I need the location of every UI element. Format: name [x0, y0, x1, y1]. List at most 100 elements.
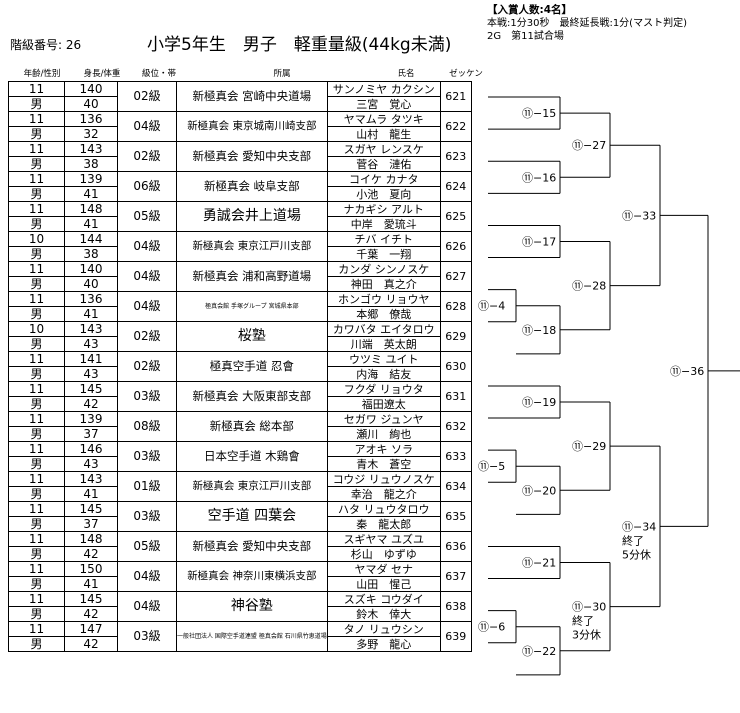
match-label: ⑪−15 — [522, 107, 556, 120]
match-note: 終了 — [572, 614, 594, 628]
weight: 42 — [64, 396, 118, 412]
rank: 02級 — [117, 141, 177, 172]
name: 中岸 愛琉斗 — [326, 216, 441, 232]
rank: 04級 — [117, 291, 177, 322]
name: 鈴木 倖大 — [326, 606, 441, 622]
zekken: 623 — [439, 141, 472, 172]
name-kana: サンノミヤ カクシン — [326, 81, 441, 97]
match-label: ⑪−27 — [572, 139, 606, 152]
rank: 03級 — [117, 621, 177, 652]
age: 11 — [8, 501, 65, 517]
zekken: 626 — [439, 231, 472, 262]
height: 146 — [64, 441, 118, 457]
affiliation: 新極真会 宮崎中央道場 — [176, 81, 328, 112]
name: 山村 龍生 — [326, 126, 441, 142]
column-headers: 年齢/性別 身長/体重 級位・帯 所属 氏名 ゼッケン — [0, 67, 490, 79]
rank: 02級 — [117, 81, 177, 112]
affiliation: 桜塾 — [176, 321, 328, 352]
rank: 03級 — [117, 381, 177, 412]
affiliation: 新極真会 浦和高野道場 — [176, 261, 328, 292]
name-kana: スガヤ レンスケ — [326, 141, 441, 157]
affiliation: 神谷塾 — [176, 591, 328, 622]
affiliation: 新極真会 大阪東部支部 — [176, 381, 328, 412]
sex: 男 — [8, 456, 65, 472]
match-label: ⑪−22 — [522, 645, 556, 658]
affiliation: 一般社団法人 国際空手道連盟 極真会館 石川県竹恵道場 — [176, 621, 328, 652]
zekken: 639 — [439, 621, 472, 652]
zekken: 628 — [439, 291, 472, 322]
match-note: 終了 — [622, 533, 644, 547]
zekken: 624 — [439, 171, 472, 202]
weight: 41 — [64, 306, 118, 322]
name-kana: セガワ ジュンヤ — [326, 411, 441, 427]
affiliation: 新極真会 東京江戸川支部 — [176, 471, 328, 502]
prize-info: 【入賞人数:4名】 本戦:1分30秒 最終延長戦:1分(マスト判定) 2G 第1… — [487, 4, 687, 43]
weight: 41 — [64, 576, 118, 592]
rank: 03級 — [117, 441, 177, 472]
name-kana: フクダ リョウタ — [326, 381, 441, 397]
weight: 32 — [64, 126, 118, 142]
col-header-name: 氏名 — [397, 69, 415, 79]
match-note: 5分休 — [622, 548, 651, 561]
match-label: ⑪−16 — [522, 171, 556, 184]
rank: 04級 — [117, 561, 177, 592]
match-time: 本戦:1分30秒 最終延長戦:1分(マスト判定) — [487, 18, 687, 29]
rank: 04級 — [117, 111, 177, 142]
name-kana: タノ リュウシン — [326, 621, 441, 637]
match-label: ⑪−6 — [478, 621, 505, 634]
name: 多野 龍心 — [326, 636, 441, 652]
match-label: ⑪−30 — [572, 601, 606, 614]
name-kana: ヤマムラ タツキ — [326, 111, 441, 127]
prize-count: 【入賞人数:4名】 — [487, 4, 573, 16]
name: 小池 夏向 — [326, 186, 441, 202]
match-label: ⑪−21 — [522, 557, 556, 570]
affiliation: 日本空手道 木鶏會 — [176, 441, 328, 472]
name-kana: スギヤマ ユズユ — [326, 531, 441, 547]
rank: 06級 — [117, 171, 177, 202]
height: 139 — [64, 171, 118, 187]
rank: 05級 — [117, 201, 177, 232]
affiliation: 極真空手道 忍會 — [176, 351, 328, 382]
bracket-number: 階級番号: 26 — [10, 38, 82, 52]
affiliation: 新極真会 神奈川東横浜支部 — [176, 561, 328, 592]
name-kana: コウジ リュウノスケ — [326, 471, 441, 487]
zekken: 625 — [439, 201, 472, 232]
height: 148 — [64, 531, 118, 547]
col-header-affiliation: 所属 — [273, 69, 291, 79]
name: 本郷 僚哉 — [326, 306, 441, 322]
match-label: ⑪−29 — [572, 440, 606, 453]
sex: 男 — [8, 636, 65, 652]
match-label: ⑪−34 — [622, 520, 656, 533]
affiliation: 新極真会 東京城南川崎支部 — [176, 111, 328, 142]
col-header-height-weight: 身長/体重 — [83, 69, 121, 79]
match-label: ⑪−36 — [670, 365, 704, 378]
rank: 02級 — [117, 321, 177, 352]
col-header-rank: 級位・帯 — [141, 69, 176, 79]
name: 幸治 龍之介 — [326, 486, 441, 502]
age: 10 — [8, 321, 65, 337]
affiliation: 新極真会 愛知中央支部 — [176, 531, 328, 562]
